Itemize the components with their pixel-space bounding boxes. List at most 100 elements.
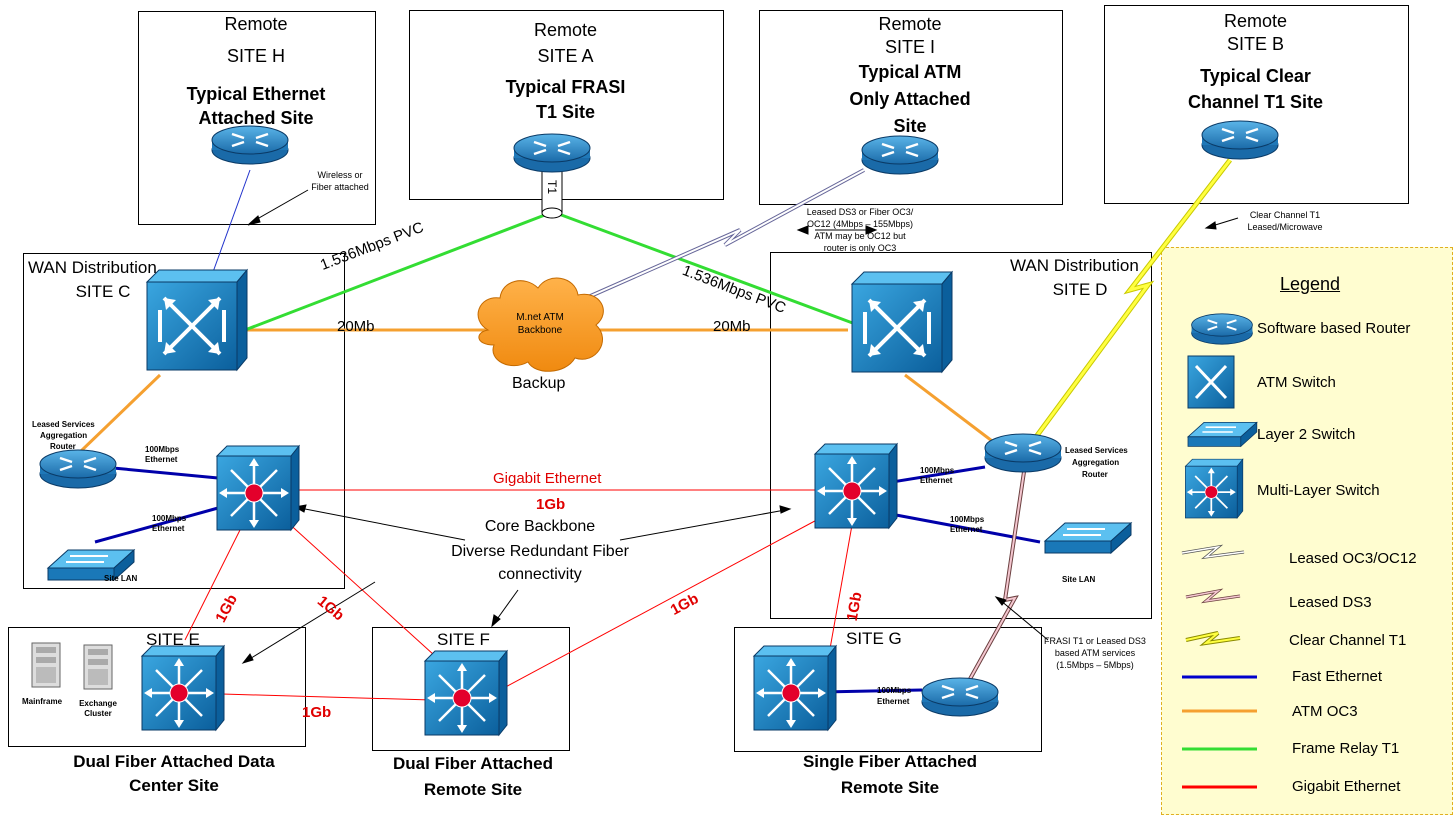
leased-oc3-link-inner — [585, 169, 865, 299]
eth-g-b: Ethernet — [877, 697, 910, 706]
gig-c-f — [284, 519, 435, 656]
legend-item-atm-oc3: ATM OC3 — [1292, 703, 1358, 720]
site-g-caption-2: Remote Site — [840, 778, 940, 797]
link-c-l2-ml — [94, 506, 219, 544]
legend-l2-switch-icon — [1187, 421, 1258, 448]
site-h-title1: Typical Ethernet — [186, 84, 326, 104]
lsar-router-site-c — [38, 448, 118, 490]
router-site-g — [920, 676, 1000, 718]
site-i-line2: SITE I — [884, 37, 935, 57]
gig-c-e — [184, 525, 243, 641]
gb-ef-label: 1Gb — [302, 704, 332, 721]
eth-c1-a: 100Mbps — [145, 445, 180, 454]
lsar-c-2: Aggregation — [40, 431, 88, 440]
site-h-line1: Remote — [224, 14, 288, 34]
gig-d-g — [827, 524, 853, 661]
site-g-caption-1: Single Fiber Attached — [802, 752, 978, 771]
legend-router-icon — [1190, 312, 1254, 346]
site-c-line1: WAN Distribution — [28, 258, 157, 277]
ds3-note-4: router is only OC3 — [823, 243, 897, 253]
legend-item-gigabit: Gigabit Ethernet — [1292, 778, 1401, 795]
gb-core-label: 1Gb — [536, 496, 566, 513]
site-lan-c: Site LAN — [104, 574, 138, 583]
gig-e-f — [221, 693, 433, 701]
site-e-caption-2: Center Site — [129, 776, 219, 795]
router-site-i — [860, 134, 940, 176]
lsar-c-3: Router — [50, 442, 76, 451]
wireless-label-1: Wireless or — [317, 170, 363, 180]
site-b-box — [1104, 5, 1409, 204]
cloud-label-1: M.net ATM — [516, 312, 564, 323]
legend-item-fast-ethernet: Fast Ethernet — [1292, 668, 1383, 685]
multilayer-switch-site-f — [423, 649, 509, 737]
site-f-caption-1: Dual Fiber Attached — [393, 754, 553, 773]
eth-d2-b: Ethernet — [950, 525, 983, 534]
legend-multilayer-icon — [1184, 458, 1244, 519]
site-d-line1: WAN Distribution — [1010, 256, 1139, 275]
core-label-2: Diverse Redundant Fiber — [451, 543, 629, 560]
ds3-note-3: ATM may be OC12 but — [814, 231, 906, 241]
eth-d1-a: 100Mbps — [920, 466, 955, 475]
frasi-note-1: FRASI T1 or Leased DS3 — [1044, 636, 1146, 646]
cct1-note-2: Leased/Microwave — [1247, 222, 1323, 232]
l2-switch-site-d — [1044, 522, 1132, 554]
link-a-to-d — [555, 211, 859, 327]
link-c-router-ml — [112, 466, 219, 480]
cloud-label-2: Backbone — [517, 325, 563, 336]
site-c-line2: SITE C — [75, 282, 131, 301]
legend-item-router: Software based Router — [1257, 320, 1411, 337]
multilayer-switch-site-d — [813, 442, 899, 530]
site-i-box — [759, 10, 1063, 205]
site-h-title2: Attached Site — [198, 108, 314, 128]
exchange-label-2: Cluster — [84, 709, 112, 718]
legend-item-atm-switch: ATM Switch — [1257, 374, 1336, 391]
site-e-caption-1: Dual Fiber Attached Data — [73, 752, 275, 771]
legend-item-frame-relay: Frame Relay T1 — [1292, 740, 1400, 757]
eth-d2-a: 100Mbps — [950, 515, 985, 524]
site-c-box — [23, 253, 345, 589]
site-lan-d: Site LAN — [1062, 575, 1096, 584]
atm-backbone-cloud — [477, 277, 604, 372]
lsar-d-2: Aggregation — [1072, 458, 1120, 467]
wireless-label-2: Fiber attached — [311, 182, 369, 192]
20mb-right-label: 20Mb — [713, 318, 751, 335]
multilayer-switch-site-g — [752, 644, 838, 732]
site-a-line2: SITE A — [537, 46, 594, 66]
router-site-a — [512, 132, 592, 174]
link-g-ml-router — [821, 688, 923, 694]
ds3-note-1: Leased DS3 or Fiber OC3/ — [806, 207, 914, 217]
lsar-d-1: Leased Services — [1065, 446, 1128, 455]
atm-switch-site-d — [850, 270, 954, 374]
20mb-left-label: 20Mb — [337, 318, 375, 335]
legend-item-clear-channel: Clear Channel T1 — [1289, 632, 1407, 649]
eth-g-a: 100Mbps — [877, 686, 912, 695]
eth-d1-b: Ethernet — [920, 476, 953, 485]
gig-f-d — [499, 514, 827, 691]
multilayer-switch-site-e — [140, 644, 226, 732]
frasi-note-2: based ATM services — [1054, 648, 1136, 658]
site-e-label: SITE E — [146, 630, 200, 649]
legend-title: Legend — [1280, 274, 1341, 294]
site-b-title1: Typical Clear — [1200, 66, 1311, 86]
site-a-title1: Typical FRASI — [505, 77, 626, 97]
router-site-b — [1200, 119, 1280, 161]
site-b-line2: SITE B — [1226, 34, 1284, 54]
site-i-title2: Only Attached — [849, 89, 971, 109]
legend-item-layer2: Layer 2 Switch — [1257, 426, 1356, 443]
backup-label: Backup — [512, 375, 566, 392]
multilayer-switch-site-c — [215, 444, 301, 532]
cct1-note-1: Clear Channel T1 — [1249, 210, 1321, 220]
link-c-atm-router — [78, 373, 162, 454]
site-f-caption-2: Remote Site — [423, 780, 523, 799]
t1-label: T1 — [545, 179, 560, 195]
exchange-server-icon — [83, 644, 113, 690]
eth-c2-a: 100Mbps — [152, 514, 187, 523]
legend-item-ds3: Leased DS3 — [1289, 594, 1372, 611]
lsar-c-1: Leased Services — [32, 420, 95, 429]
site-h-box — [138, 11, 376, 225]
legend-item-oc3-oc12: Leased OC3/OC12 — [1289, 550, 1417, 567]
site-h-line2: SITE H — [226, 46, 285, 66]
lsar-router-site-d — [983, 432, 1063, 474]
mainframe-icon — [31, 642, 61, 688]
